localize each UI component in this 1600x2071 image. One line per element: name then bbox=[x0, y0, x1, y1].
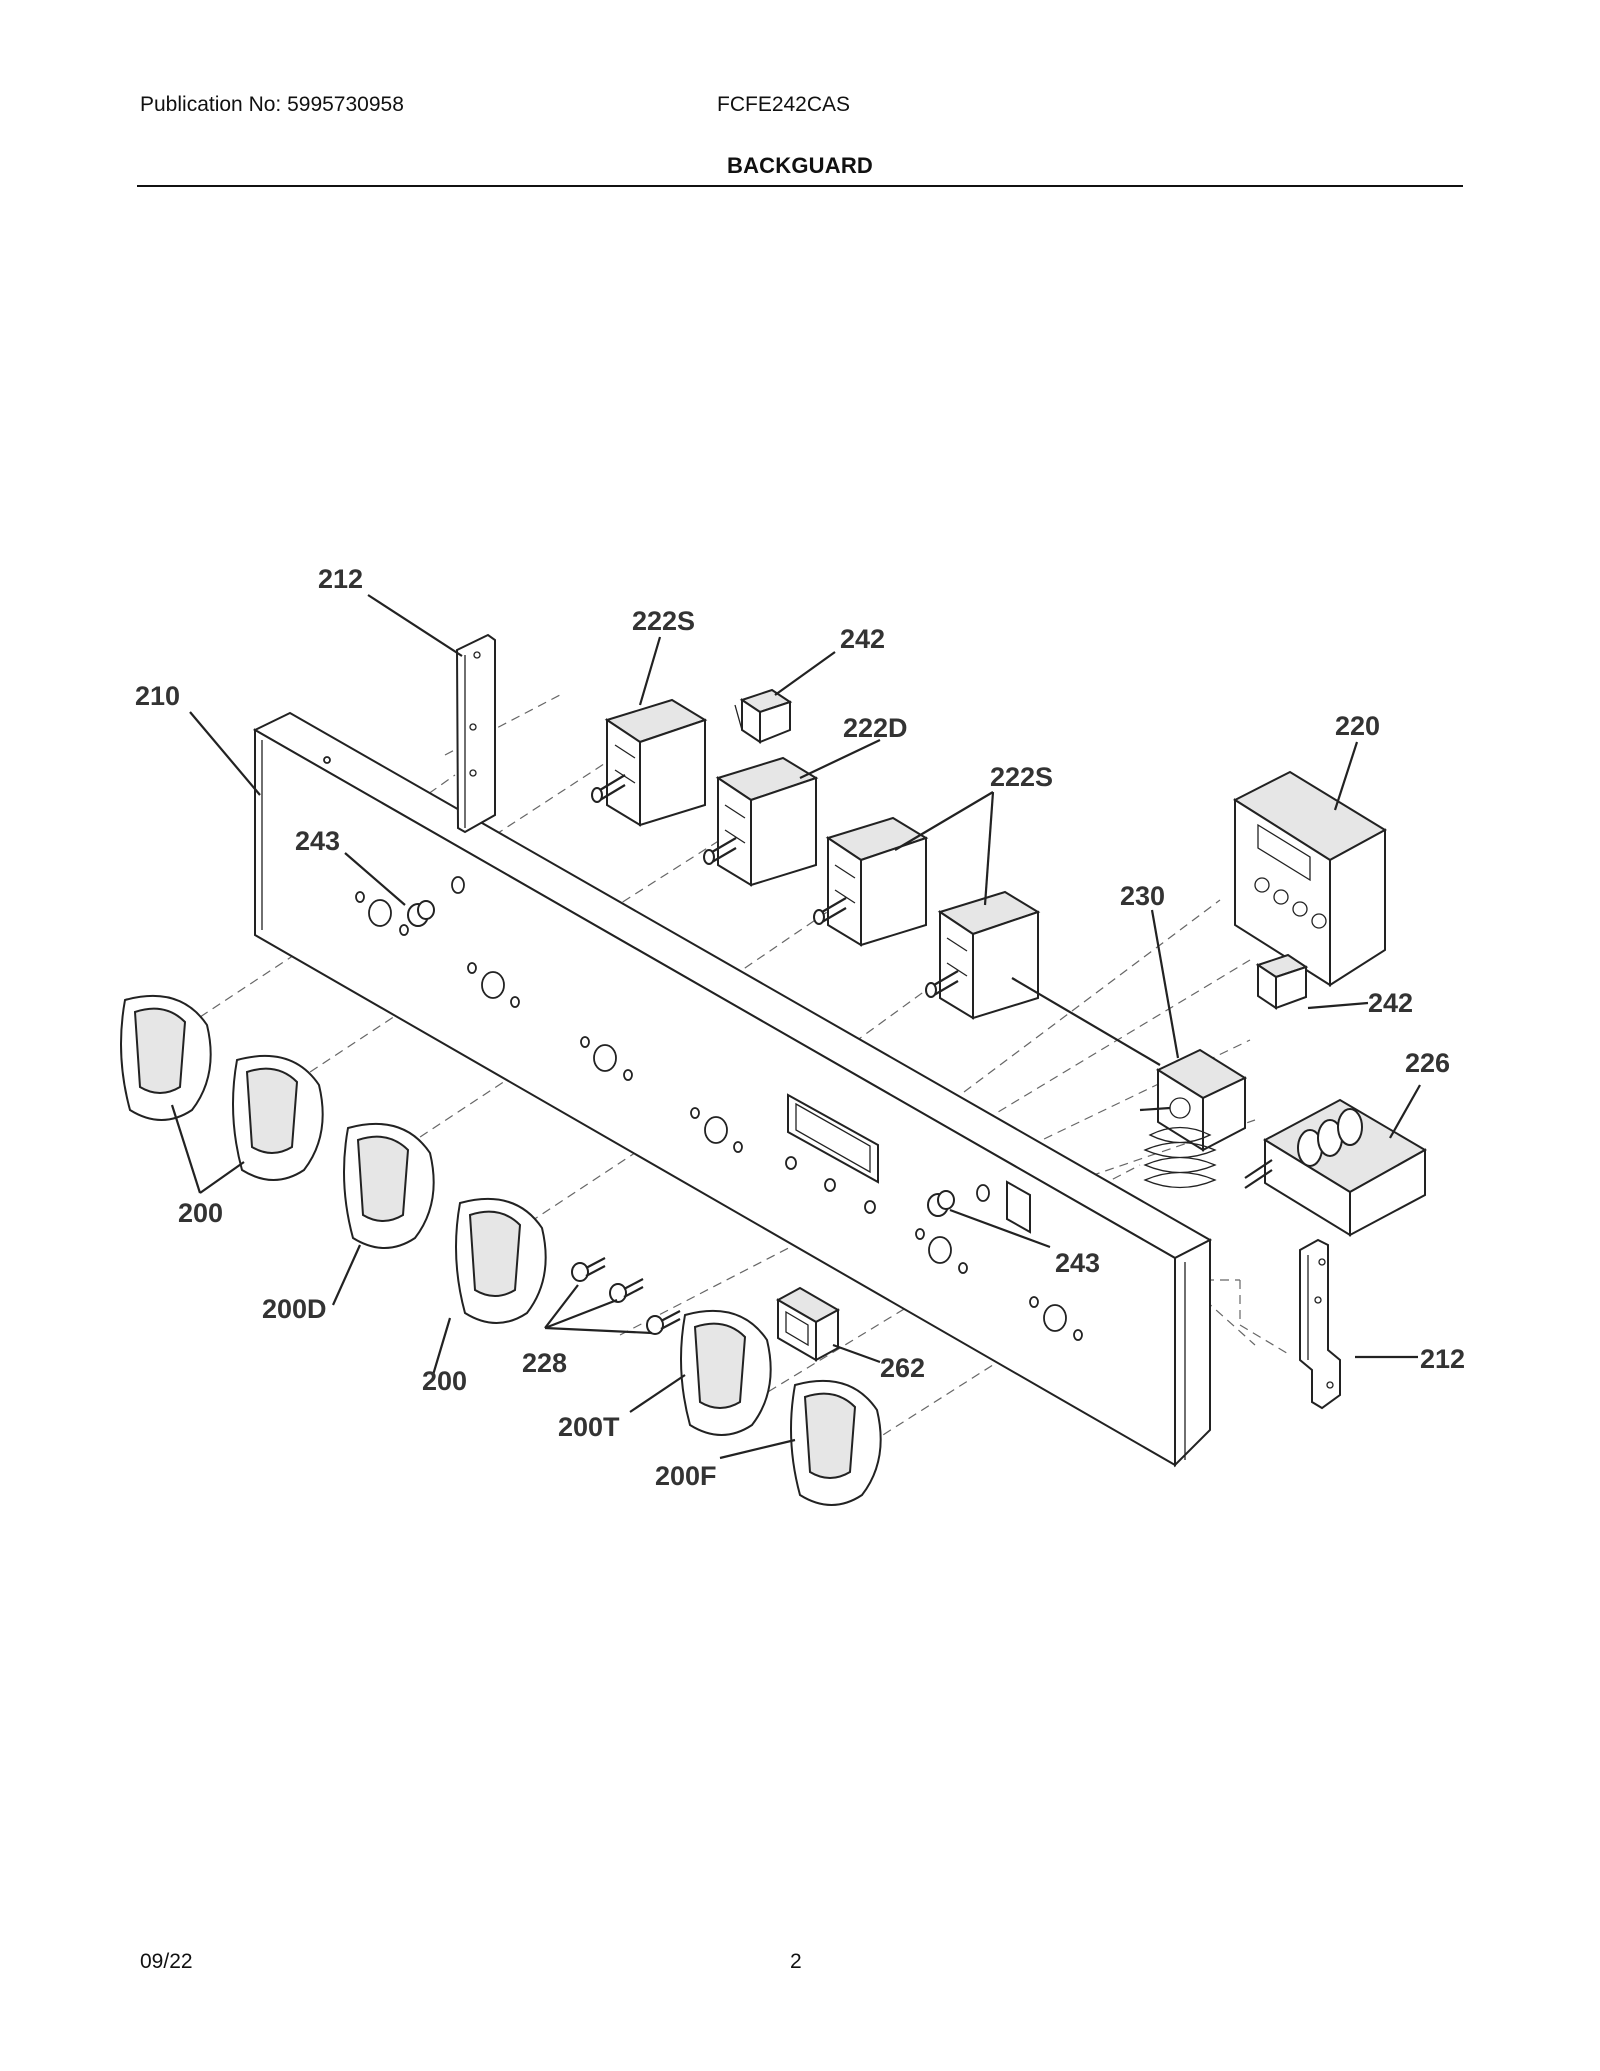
footer-page-number: 2 bbox=[790, 1950, 802, 1973]
callout-242-right: 242 bbox=[1368, 988, 1413, 1018]
callout-226: 226 bbox=[1405, 1048, 1450, 1078]
panel-holes bbox=[323, 756, 1083, 1341]
switch-222s-3 bbox=[925, 890, 1041, 1020]
plug-243-bottom bbox=[927, 1190, 955, 1217]
callout-222d: 222D bbox=[843, 713, 908, 743]
callout-243-bottom: 243 bbox=[1055, 1248, 1100, 1278]
infinite-switches bbox=[591, 698, 1041, 1020]
callout-200-left: 200 bbox=[178, 1198, 223, 1228]
knob-200-a bbox=[120, 994, 212, 1121]
knob-200d bbox=[343, 1122, 435, 1249]
callout-243-top: 243 bbox=[295, 826, 340, 856]
model-number: FCFE242CAS bbox=[717, 93, 851, 116]
leader-lines bbox=[170, 594, 1421, 1460]
knob-200t bbox=[680, 1309, 772, 1436]
thermostat-230 bbox=[1011, 977, 1248, 1189]
rocker-switch-262 bbox=[775, 1286, 841, 1362]
electronic-clock-220 bbox=[1232, 770, 1387, 987]
screw-228-1 bbox=[571, 1257, 606, 1282]
switch-222s-2 bbox=[813, 816, 929, 947]
screw-228-3 bbox=[646, 1310, 681, 1335]
header-rule bbox=[137, 185, 1463, 187]
callout-200f: 200F bbox=[655, 1461, 717, 1491]
small-hardware bbox=[407, 900, 955, 1362]
control-knobs bbox=[120, 994, 882, 1506]
callout-230: 230 bbox=[1120, 881, 1165, 911]
indicator-light-242-right bbox=[1255, 953, 1309, 1010]
callout-212-left: 212 bbox=[318, 564, 363, 594]
screw-228-2 bbox=[609, 1278, 644, 1303]
callout-220: 220 bbox=[1335, 711, 1380, 741]
footer-date: 09/22 bbox=[140, 1950, 193, 1973]
knob-200-b bbox=[232, 1054, 324, 1181]
callout-222s-top: 222S bbox=[632, 606, 695, 636]
callout-242-top: 242 bbox=[840, 624, 885, 654]
backguard-panel bbox=[252, 711, 1213, 1468]
callout-210: 210 bbox=[135, 681, 180, 711]
bracket-212-left bbox=[455, 633, 496, 834]
callout-262: 262 bbox=[880, 1353, 925, 1383]
switch-222s-1 bbox=[591, 698, 708, 827]
callout-228: 228 bbox=[522, 1348, 567, 1378]
callout-labels: 212 222S 242 210 222D 222S 220 243 230 2… bbox=[135, 564, 1465, 1491]
knob-200f bbox=[790, 1379, 882, 1506]
knob-200-c bbox=[455, 1197, 547, 1324]
callout-200d: 200D bbox=[262, 1294, 327, 1324]
callout-200t: 200T bbox=[558, 1412, 620, 1442]
switch-222d bbox=[703, 756, 819, 887]
page-title: BACKGUARD bbox=[726, 153, 873, 178]
callout-212-right: 212 bbox=[1420, 1344, 1465, 1374]
plug-243-top bbox=[407, 900, 435, 927]
selector-switch-226 bbox=[1244, 1098, 1428, 1237]
publication-number: Publication No: 5995730958 bbox=[140, 93, 404, 116]
indicator-light-242-top bbox=[734, 688, 793, 744]
callout-200-bottom: 200 bbox=[422, 1366, 467, 1396]
bracket-212-right bbox=[1299, 1238, 1341, 1410]
callout-222s-right: 222S bbox=[990, 762, 1053, 792]
